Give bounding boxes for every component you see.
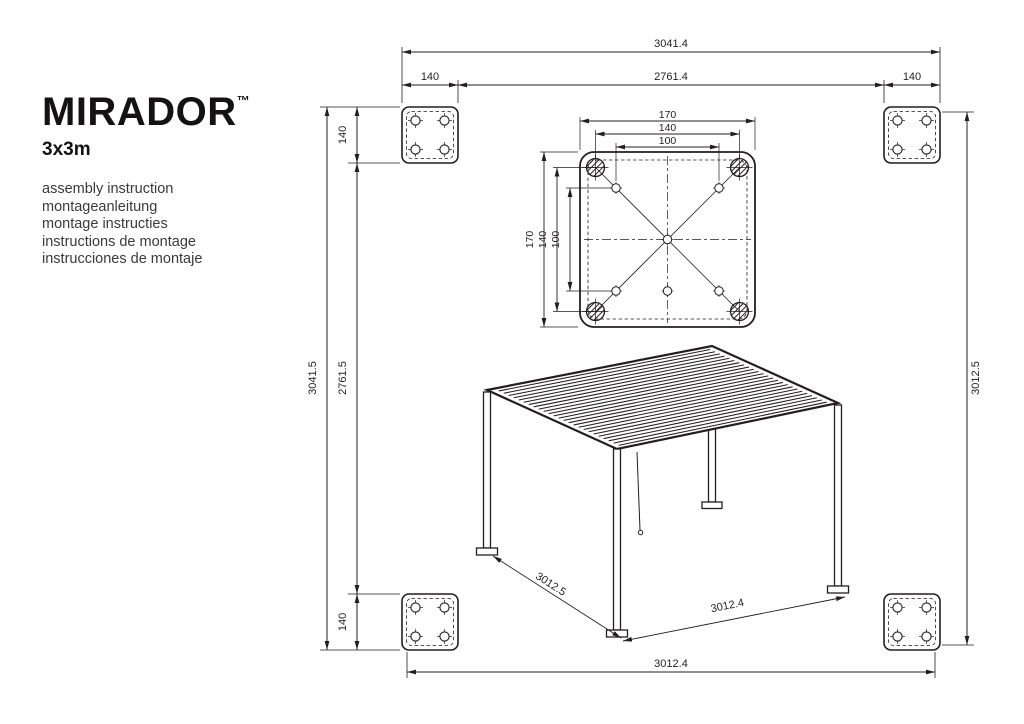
dim-top-left-offset: 140	[421, 71, 439, 83]
dim-plate-height-inner: 100	[550, 231, 562, 249]
pergola-isometric-view: 3012.5 3012.4	[475, 344, 850, 642]
base-plate-bottom-left	[402, 594, 458, 650]
base-plate-bottom-right	[884, 594, 940, 650]
dim-plate-height-outer: 170	[524, 231, 536, 249]
instruction-languages: assembly instruction montageanleitung mo…	[42, 181, 322, 269]
instruction-line-fr: instructions de montage	[42, 233, 196, 250]
dim-pergola-front-edge: 3012.4	[710, 597, 745, 615]
pergola-foot-left	[475, 547, 499, 556]
base-plate-detail: 170 140 100 170 140 100	[524, 109, 756, 328]
dim-bottom-total: 3012.4	[654, 658, 688, 670]
pergola-leg-left	[482, 391, 492, 549]
logo-row: MIRADOR™	[42, 90, 322, 135]
dim-top-right-offset: 140	[903, 71, 921, 83]
dimensions-right: 3012.5	[942, 111, 982, 646]
dim-right-height: 3012.5	[970, 361, 982, 395]
dim-plate-width-inner: 100	[659, 135, 677, 147]
instruction-line-es: instrucciones de montaje	[42, 251, 203, 267]
crank-rod	[636, 451, 641, 531]
base-plate-top-right	[884, 107, 940, 163]
pergola-roof-frame	[483, 344, 842, 451]
instruction-line-nl: montage instructies	[42, 216, 168, 232]
pergola-leg-right	[833, 404, 843, 587]
pergola-roof-louvers	[498, 348, 827, 446]
instruction-line-de: montageanleitung	[42, 198, 158, 215]
dim-plate-height-mid: 140	[537, 231, 549, 249]
dim-top-inner: 2761.4	[654, 71, 688, 83]
dimensions-top: 3041.4 140 2761.4 140	[401, 38, 941, 103]
dim-left-bottom-offset: 140	[337, 613, 349, 631]
brand-logo: MIRADOR	[42, 90, 237, 134]
dim-plate-width-mid: 140	[659, 122, 677, 134]
dim-left-top-offset: 140	[337, 126, 349, 144]
dim-plate-width-outer: 170	[659, 109, 677, 121]
crank-handle-loop	[637, 529, 644, 536]
product-size: 3x3m	[42, 139, 91, 160]
base-plate-top-left	[402, 107, 458, 163]
pergola-foot-right	[826, 585, 850, 594]
dim-left-total: 3041.5	[307, 361, 319, 395]
pergola-leg-front	[612, 448, 622, 631]
brand-panel: MIRADOR™ 3x3m assembly instruction monta…	[42, 90, 322, 269]
dim-top-total: 3041.4	[654, 38, 688, 50]
pergola-foot-back	[701, 501, 723, 510]
dim-left-inner: 2761.5	[337, 361, 349, 395]
instruction-line-en: assembly instruction	[42, 181, 174, 197]
trademark-symbol: ™	[236, 93, 250, 108]
dimensions-left: 3041.5 140 2761.5 140	[307, 106, 400, 651]
dim-pergola-left-edge: 3012.5	[533, 570, 568, 598]
dimensions-bottom: 3012.4	[406, 652, 936, 678]
